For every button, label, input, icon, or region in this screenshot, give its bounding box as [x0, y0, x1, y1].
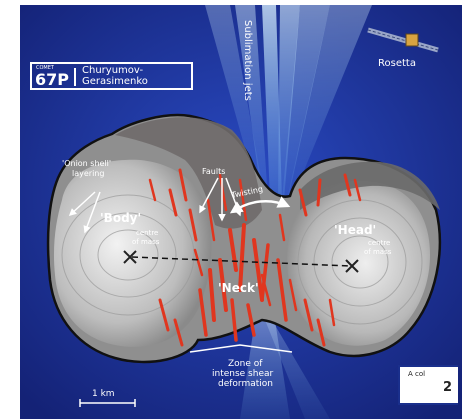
scale-label: 1 km: [92, 389, 115, 399]
onion-shell-label-line1: 'Onion shell': [62, 159, 111, 168]
title-box: COMET 67P Churyumov- Gerasimenko: [30, 62, 193, 90]
zone-label-line1: Zone of: [228, 359, 263, 369]
head-label: 'Head': [334, 223, 376, 237]
sublimation-jets-label: Sublimation jets: [242, 20, 253, 101]
body-label: 'Body': [100, 211, 141, 225]
title-name-line2: Gerasimenko: [82, 76, 148, 87]
body-centre-line2: of mass: [132, 238, 160, 246]
head-centre-line2: of mass: [364, 248, 392, 256]
corner-info-text: A col: [408, 370, 425, 378]
zone-label-line3: deformation: [218, 379, 273, 389]
title-name-line1: Churyumov-: [82, 65, 143, 76]
corner-info-number: 2: [443, 380, 452, 395]
title-divider: [74, 68, 76, 86]
faults-label: Faults: [202, 167, 225, 176]
neck-label: 'Neck': [218, 281, 259, 295]
onion-shell-label-line2: layering: [72, 169, 104, 178]
body-centre-line1: centre: [136, 229, 158, 237]
head-centre-line1: centre: [368, 239, 390, 247]
title-code: 67P: [35, 70, 69, 89]
zone-label-line2: intense shear: [212, 369, 274, 379]
rosetta-label: Rosetta: [378, 58, 416, 69]
